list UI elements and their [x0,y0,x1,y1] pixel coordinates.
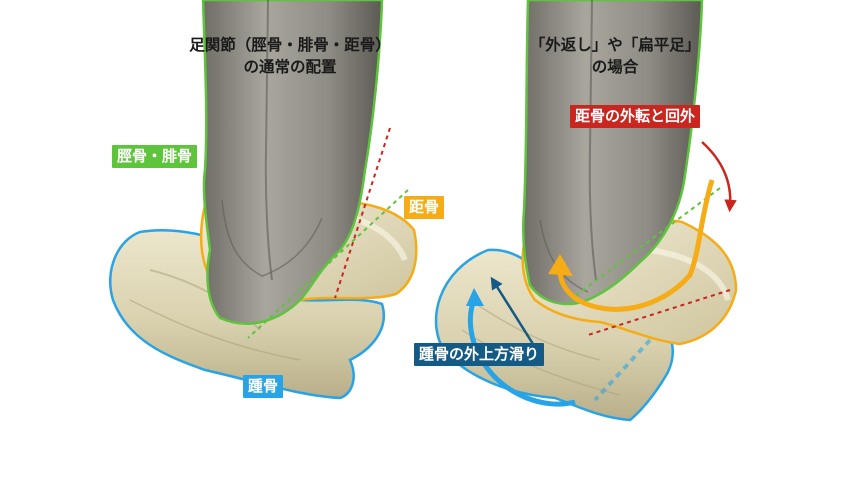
right-title-line1: 「外返し」や「扁平足」 [529,36,701,54]
label-tibia-fibula: 脛骨・腓骨 [112,145,198,169]
left-title-line1: 足関節（脛骨・腓骨・距骨） [189,36,391,54]
left-tibia-fibula [201,0,384,325]
label-calcaneus-motion: 踵骨の外上方滑り [414,343,545,367]
talus-rotation-arrowhead [548,254,573,276]
left-title-line2: の通常の配置 [243,58,337,77]
left-title: 足関節（脛骨・腓骨・距骨） の通常の配置 [170,34,410,79]
right-title: 「外返し」や「扁平足」 の場合 [505,34,725,79]
calcaneus-slide-arrowhead [466,288,484,306]
label-talus-motion: 距骨の外転と回外 [570,105,701,129]
calcaneus-direction-arrow [490,276,540,353]
left-red-axis [334,127,391,299]
right-title-line2: の場合 [591,58,639,77]
label-calcaneus: 踵骨 [243,375,284,399]
left-ankle [108,0,418,400]
talus-rotation-arrow [557,179,715,312]
label-talus: 距骨 [404,196,445,220]
right-ankle [434,0,738,422]
right-blue-axis [593,338,652,402]
right-red-axis [587,289,731,336]
talus-abduction-arrow [701,141,737,213]
